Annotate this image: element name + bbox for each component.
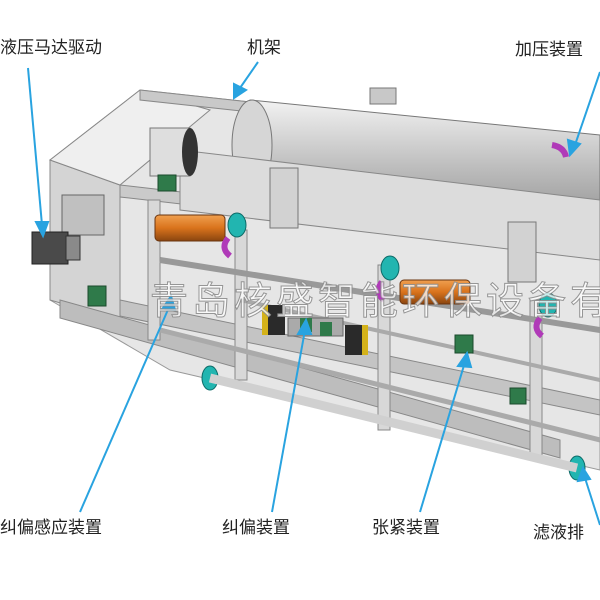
pipe-elbows bbox=[221, 142, 569, 339]
bearing-blocks bbox=[87, 174, 527, 405]
callout-lines bbox=[27, 61, 600, 526]
watermark: 青岛核盛智能环保设备有 bbox=[149, 279, 600, 324]
drive-roller bbox=[149, 127, 198, 177]
orange-rollers bbox=[154, 214, 471, 305]
label-deviation-sensor: 纠偏感应装置 bbox=[0, 518, 102, 538]
filtrate-pipe bbox=[208, 373, 579, 473]
label-pressure-device: 加压装置 bbox=[515, 40, 583, 60]
label-hydraulic-motor: 液压马达驱动 bbox=[0, 38, 102, 58]
hydraulic-motor bbox=[31, 194, 105, 265]
label-deviation-device: 纠偏装置 bbox=[222, 518, 290, 538]
deviation-rollers bbox=[262, 305, 368, 355]
label-tension-device: 张紧装置 bbox=[372, 518, 440, 538]
label-frame: 机架 bbox=[247, 38, 281, 58]
flanges bbox=[201, 212, 586, 481]
label-filtrate-outlet: 滤液排 bbox=[533, 523, 584, 543]
pressure-clamps bbox=[269, 167, 537, 283]
